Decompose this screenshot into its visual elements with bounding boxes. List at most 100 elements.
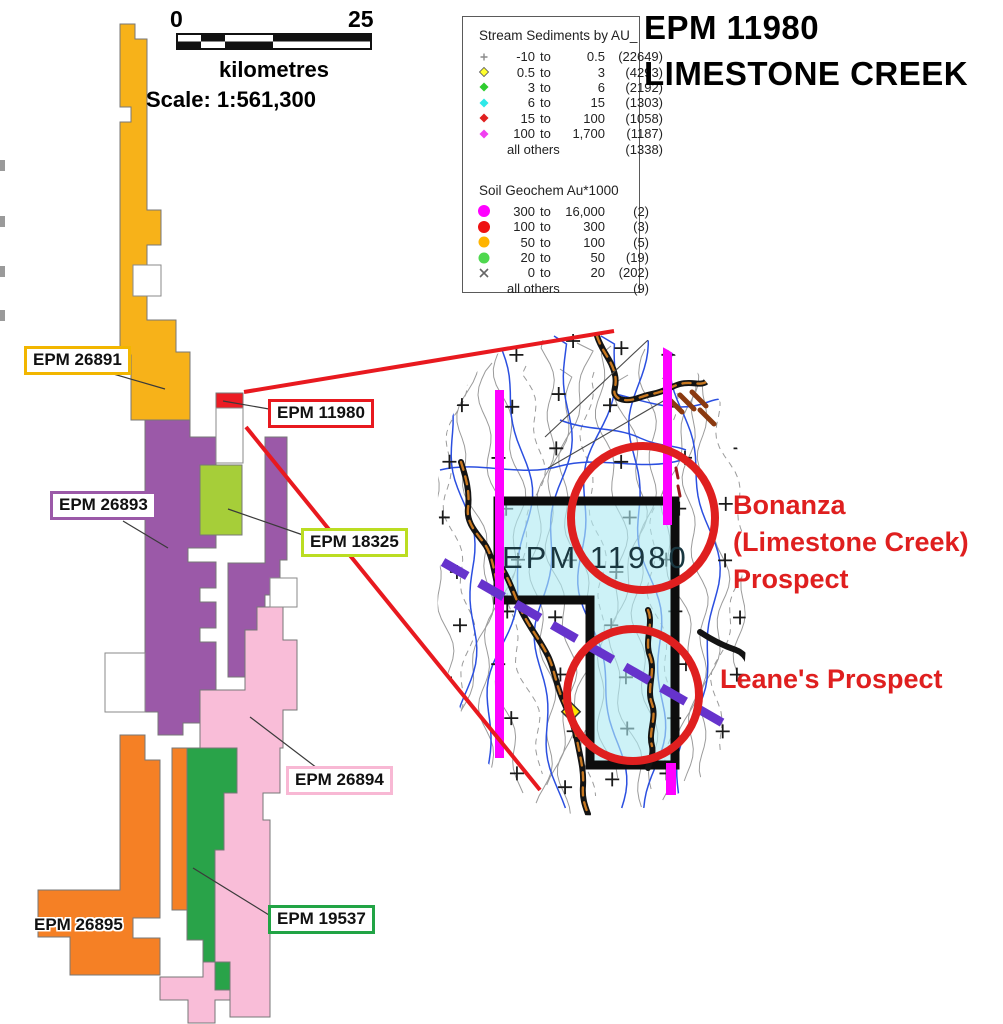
scale-text: Scale: 1:561,300 (146, 87, 317, 112)
bonanza-circle (567, 442, 719, 594)
legend-panel: Stream Sediments by AU_ -10 to 0.5 (2264… (462, 16, 663, 296)
legend-low: -10 (516, 49, 535, 65)
dashed-structure-line (440, 558, 731, 730)
scalebar-graphic (176, 33, 372, 50)
magenta-survey-lines (495, 343, 676, 795)
excluded-areas (104, 264, 298, 713)
polygon-epm18325 (199, 464, 243, 536)
polygon-epm19537 (186, 747, 238, 991)
scalebar-units: kilometres (218, 57, 330, 82)
label-epm11980: EPM 11980 (268, 399, 374, 428)
diamond-symbol-icon (479, 129, 489, 139)
legend-to: to (540, 126, 551, 142)
legend-count: (22649) (618, 49, 663, 65)
legend-row: 20 to 50 (19) (477, 250, 649, 266)
diamond-symbol-icon (478, 66, 490, 78)
legend-to: to (540, 49, 551, 65)
leanes-line1: Leane's Prospect (720, 664, 943, 694)
legend-row: 0.5 to 3 (4293) (477, 64, 663, 80)
legend-low: 6 (527, 95, 535, 111)
edge-tick (0, 216, 5, 227)
legend-all-others: all others (507, 280, 560, 296)
legend-high: 1,700 (572, 126, 605, 142)
legend-count: (1058) (625, 110, 663, 126)
legend-to: to (540, 265, 551, 281)
polygon-epm26894-tail (159, 961, 231, 1024)
edge-tick (0, 310, 5, 321)
legend-low: 0.5 (516, 64, 535, 80)
bonanza-line2: (Limestone Creek) (733, 527, 969, 557)
legend-high: 15 (590, 95, 605, 111)
label-epm26895: EPM 26895 (34, 915, 123, 934)
label-epm19537: EPM 19537 (268, 905, 375, 934)
label-epm18325: EPM 18325 (301, 528, 408, 557)
legend-low: 0 (527, 265, 535, 281)
legend-to: to (540, 95, 551, 111)
edge-tick (0, 266, 5, 277)
legend-stream-title: Stream Sediments by AU_ (479, 28, 638, 43)
legend-row: 3 to 6 (2192) (477, 79, 663, 95)
legend-row: 50 to 100 (5) (477, 234, 649, 250)
plus-symbol-icon (480, 53, 488, 61)
legend-low: 100 (513, 219, 535, 235)
legend-soil-title: Soil Geochem Au*1000 (479, 182, 619, 198)
legend-low: 3 (527, 79, 535, 95)
legend-row: 6 to 15 (1303) (477, 95, 663, 111)
diamond-symbol-icon (479, 82, 489, 92)
circle-symbol-icon (478, 220, 490, 233)
legend-count: (19) (625, 250, 649, 266)
legend-count: (1187) (626, 126, 663, 142)
legend-to: to (540, 219, 551, 235)
legend-to: to (540, 250, 551, 266)
inset-epm11980-area (498, 501, 675, 765)
legend-all-others: all others (507, 141, 560, 157)
legend-high: 6 (597, 79, 605, 95)
leanes-circle (563, 625, 703, 765)
legend-count: (3) (633, 219, 649, 235)
legend-row: all others (9) (477, 280, 649, 296)
page-title-line1: EPM 11980 (644, 9, 820, 46)
legend-row: 100 to 1,700 (1187) (477, 126, 663, 142)
diamond-symbol-icon (479, 113, 489, 123)
x-symbol-icon (479, 268, 489, 278)
legend-high: 3 (597, 64, 605, 80)
legend-high: 20 (590, 265, 605, 281)
legend-high: 300 (583, 219, 605, 235)
fault-lines (544, 339, 666, 469)
scalebar-zero-label: 0 (170, 6, 183, 32)
polygon-epm26895-strip (171, 747, 188, 911)
polygon-epm26895 (37, 734, 161, 976)
legend-row: 300 to 16,000 (2) (477, 203, 649, 219)
legend-count: (1303) (625, 95, 663, 111)
legend-to: to (540, 203, 551, 219)
legend-high: 100 (583, 234, 605, 250)
legend-high: 0.5 (586, 49, 605, 65)
circle-symbol-icon (478, 252, 490, 264)
legend-row: -10 to 0.5 (22649) (477, 49, 663, 65)
bonanza-line3: Prospect (733, 564, 849, 594)
legend-count: (1338) (625, 141, 663, 157)
legend-to: to (540, 64, 551, 80)
page-title-line2: LIMESTONE CREEK (644, 55, 969, 92)
bonanza-prospect-label: Bonanza (Limestone Creek) Prospect (733, 487, 969, 598)
legend-row: 0 to 20 (202) (477, 265, 649, 281)
legend-count: (2192) (625, 79, 663, 95)
label-epm26893: EPM 26893 (50, 491, 157, 520)
legend-count: (9) (633, 280, 649, 296)
legend-count: (5) (633, 234, 649, 250)
bonanza-line1: Bonanza (733, 490, 846, 520)
label-connectors (109, 372, 318, 916)
legend-row: all others (1338) (477, 141, 663, 157)
leanes-prospect-label: Leane's Prospect (720, 661, 943, 698)
legend-low: 20 (520, 250, 535, 266)
legend-high: 50 (590, 250, 605, 266)
legend-low: 300 (513, 203, 535, 219)
purple-marker (471, 788, 489, 806)
legend-low: 100 (513, 126, 535, 142)
zoom-cone-lines (243, 329, 615, 792)
tenement-polygons (37, 23, 298, 1024)
polygon-epm26891 (119, 23, 191, 434)
legend-count: (4293) (625, 64, 663, 80)
legend-low: 50 (520, 234, 535, 250)
